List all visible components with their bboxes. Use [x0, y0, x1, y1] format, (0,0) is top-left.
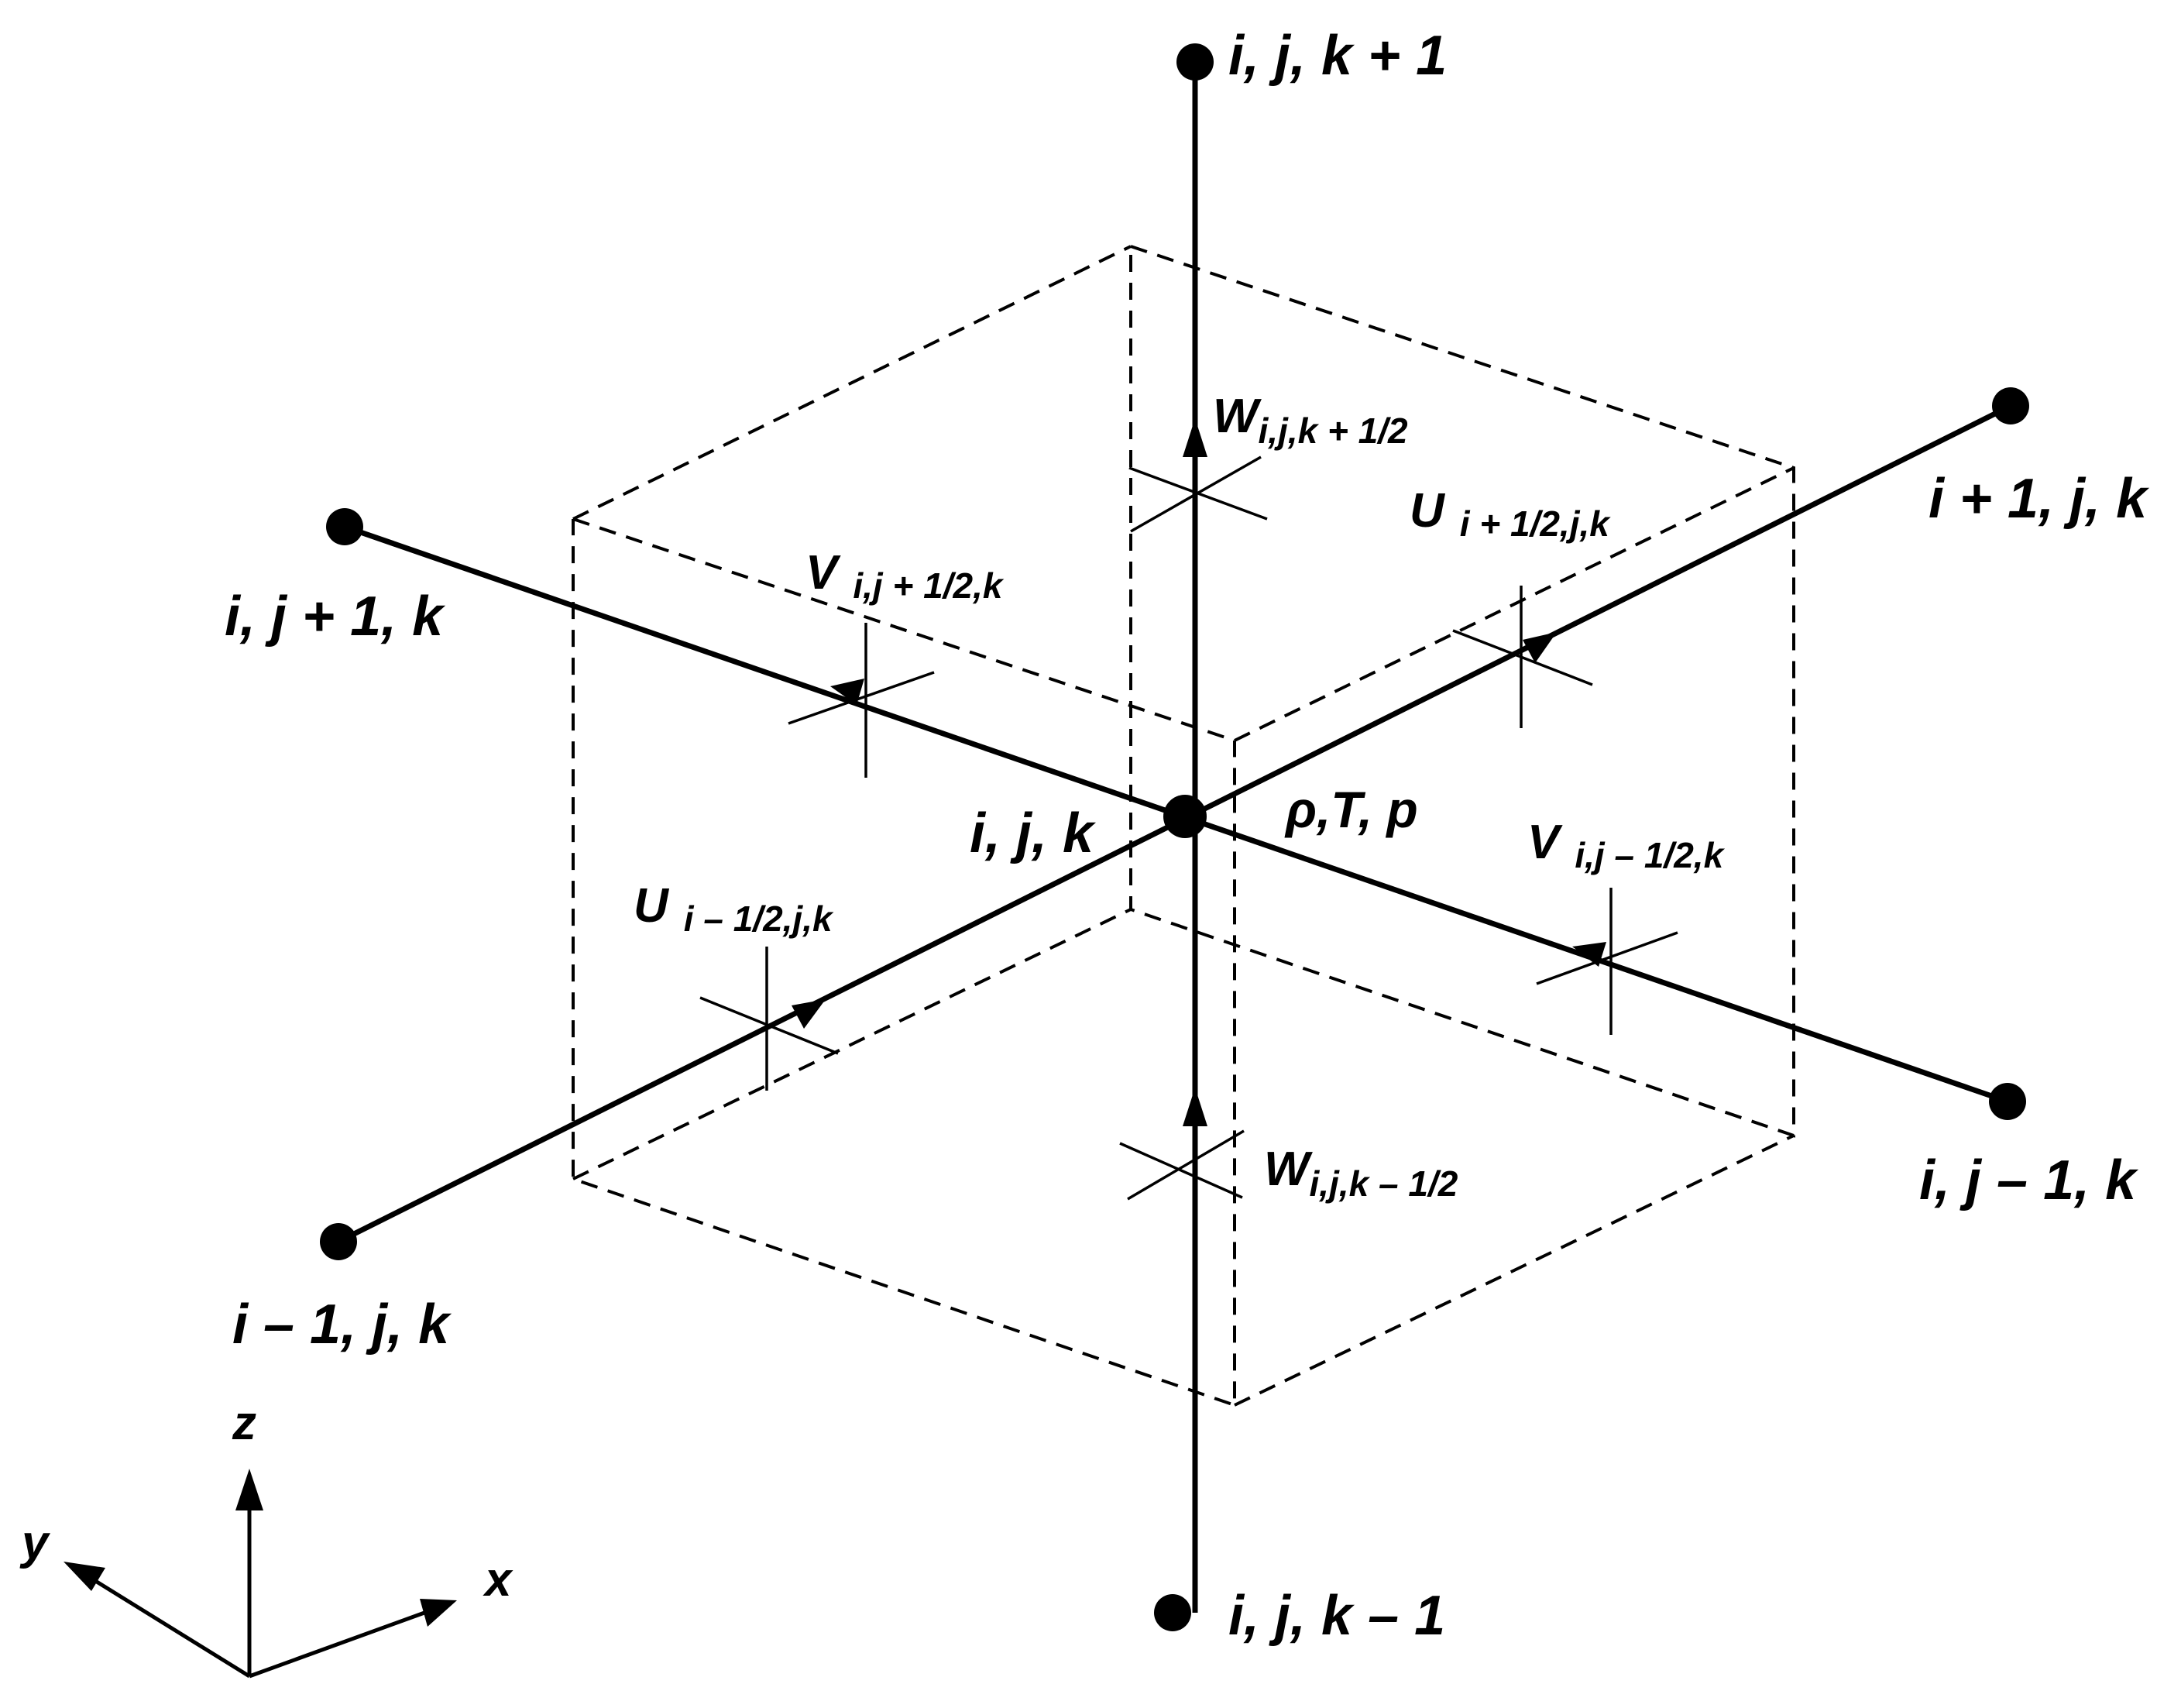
velocity-tick-marks	[699, 455, 1678, 1201]
z-axis-label: z	[232, 1397, 256, 1450]
u-right-symbol: U	[1410, 484, 1446, 538]
node-label-top: i, j, k + 1	[1228, 25, 1447, 87]
velocity-arrows	[792, 418, 1606, 1126]
node-label-bottom: i, j, k – 1	[1228, 1585, 1445, 1647]
v-left-tick-b	[788, 671, 935, 725]
v-left-symbol: V	[805, 546, 841, 600]
cube-edge-top-left	[572, 245, 1132, 521]
cube-edge-bottom-right	[1234, 1134, 1795, 1407]
x-axis-line	[249, 1610, 425, 1679]
cube-edge-bottom-left	[572, 908, 1132, 1180]
node-left-upper	[326, 508, 363, 545]
node-bottom	[1154, 1594, 1191, 1631]
center-properties-label: ρ,T, p	[1284, 781, 1418, 838]
node-right-upper	[1992, 387, 2029, 424]
node-left-lower	[320, 1223, 357, 1260]
u-left-arrow	[792, 999, 826, 1029]
grid-lines	[337, 62, 2012, 1613]
w-bottom-arrow	[1183, 1088, 1207, 1126]
u-right-tick-b	[1452, 629, 1593, 686]
node-label-center: i, j, k	[970, 802, 1097, 864]
y-axis-label: y	[19, 1516, 51, 1569]
v-right-subscript: i,j – 1/2,k	[1575, 835, 1725, 875]
u-left-subscript: i – 1/2,j,k	[684, 899, 834, 939]
u-left-symbol: U	[634, 879, 670, 933]
velocity-label-w-bottom: Wi,j,k – 1/2	[1264, 1143, 1458, 1204]
w-bottom-symbol: W	[1264, 1143, 1313, 1196]
v-right-arrow	[1572, 942, 1606, 967]
velocity-label-w-top: Wi,j,k + 1/2	[1213, 390, 1408, 451]
node-label-left-upper: i, j + 1, k	[225, 586, 446, 648]
w-bottom-tick-b	[1127, 1129, 1245, 1201]
grid-nodes	[320, 43, 2029, 1631]
x-axis-arrow	[420, 1599, 457, 1627]
w-top-symbol: W	[1213, 390, 1262, 443]
w-top-arrow	[1183, 418, 1207, 457]
control-volume-cube	[572, 245, 1795, 1407]
node-labels: i, j, k + 1 i + 1, j, k i, j + 1, k i, j…	[225, 25, 2150, 1647]
x-axis-label: x	[483, 1553, 513, 1607]
v-right-tick-b	[1536, 931, 1678, 985]
v-right-symbol: V	[1527, 816, 1563, 869]
w-bottom-subscript: i,j,k – 1/2	[1310, 1163, 1458, 1204]
coordinate-axes: z y x	[19, 1397, 513, 1679]
y-axis-line	[85, 1573, 251, 1679]
cube-back-face	[1129, 245, 1795, 1138]
z-axis-arrow	[235, 1469, 263, 1510]
node-label-right-upper: i + 1, j, k	[1929, 468, 2150, 530]
y-axis-arrow	[64, 1562, 105, 1591]
u-right-subscript: i + 1/2,j,k	[1460, 503, 1611, 544]
w-top-subscript: i,j,k + 1/2	[1259, 411, 1408, 451]
node-label-left-lower: i – 1, j, k	[232, 1294, 452, 1356]
node-center	[1163, 795, 1207, 838]
v-left-subscript: i,j + 1/2,k	[853, 565, 1004, 606]
cube-edge-top-right	[1234, 466, 1795, 742]
u-right-arrow	[1523, 632, 1557, 663]
w-top-tick-b	[1130, 455, 1262, 533]
w-bottom-tick-a	[1119, 1142, 1243, 1199]
node-label-right-lower: i, j – 1, k	[1919, 1150, 2139, 1211]
v-left-arrow	[830, 679, 864, 705]
u-left-tick-b	[699, 996, 839, 1055]
node-top	[1176, 43, 1214, 81]
node-right-lower	[1989, 1083, 2026, 1120]
